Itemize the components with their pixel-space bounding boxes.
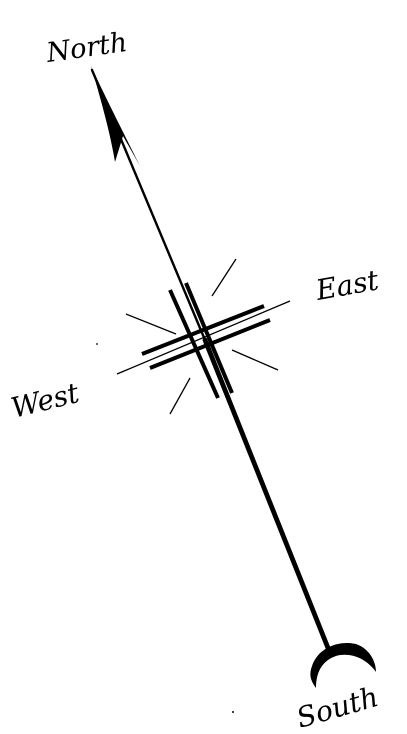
stray-dot [96, 343, 98, 345]
stray-dot [232, 711, 234, 713]
needle-shaft-lower [205, 340, 328, 648]
ray-northeast [212, 259, 236, 296]
east-label: East [313, 263, 382, 307]
ray-northwest [126, 314, 176, 334]
north-label: North [44, 27, 130, 69]
west-label: West [8, 376, 83, 425]
arrowhead [91, 66, 140, 166]
south-label: South [293, 680, 382, 734]
ray-southeast [232, 350, 278, 370]
ray-southwest [170, 378, 190, 414]
north-arrow [91, 66, 328, 648]
